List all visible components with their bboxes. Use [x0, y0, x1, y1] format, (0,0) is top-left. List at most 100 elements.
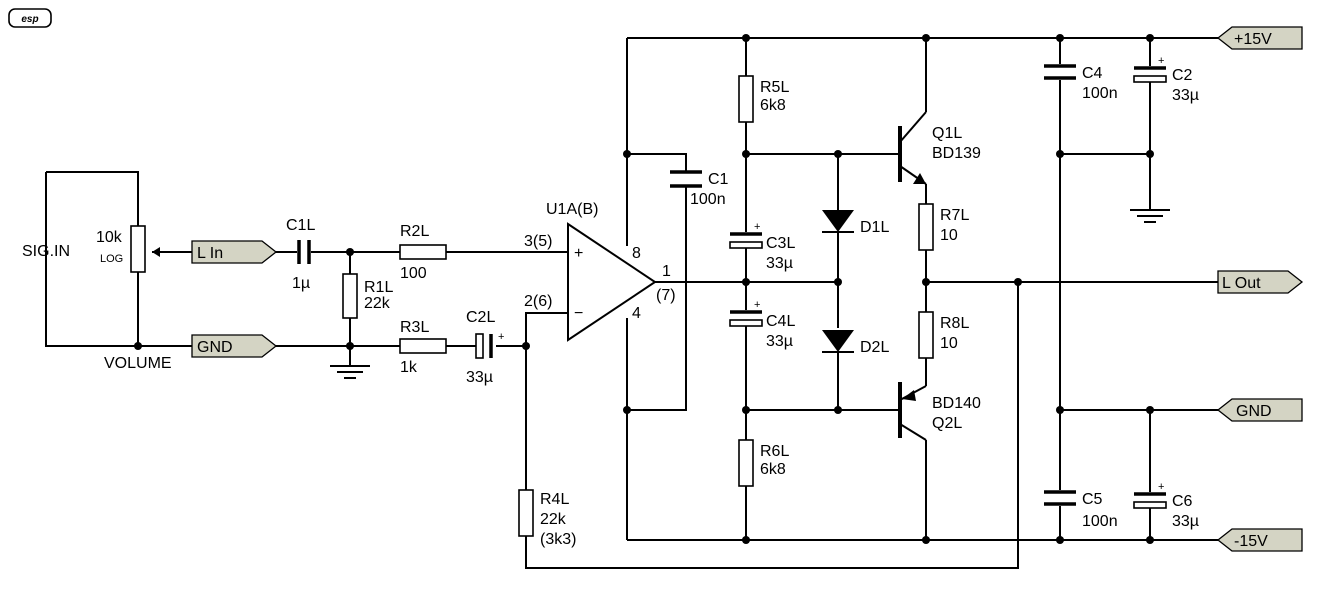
- r8l-value: 10: [940, 335, 958, 352]
- c6-polarity: +: [1158, 481, 1164, 493]
- r6l-ref: R6L: [760, 443, 789, 460]
- pot-taper: LOG: [100, 253, 123, 265]
- resistor-r8l: R8L 10: [918, 311, 969, 359]
- diode-d1l: D1L: [822, 210, 889, 236]
- opamp-plus: +: [574, 245, 583, 262]
- capacitor-c3l: + C3L 33µ: [729, 221, 795, 272]
- resistor-r6l: R6L 6k8: [738, 439, 789, 487]
- resistor-r1l: R1L 22k: [342, 273, 393, 319]
- capacitor-c4l: + C4L 33µ: [729, 299, 795, 350]
- ground-symbol-supply: [1130, 209, 1170, 223]
- connector-gnd-out[interactable]: GND: [1216, 398, 1303, 422]
- ground-symbol-input: [330, 365, 370, 379]
- r5l-ref: R5L: [760, 79, 789, 96]
- q2l-ref: Q2L: [932, 415, 962, 432]
- r4l-alt-value: (3k3): [540, 531, 576, 548]
- diode-d2l: D2L: [822, 330, 889, 356]
- c1-value: 100n: [690, 191, 726, 208]
- c6-value: 33µ: [1172, 513, 1199, 530]
- logo-text: esp: [21, 14, 38, 25]
- capacitor-c1l: C1L 1µ: [286, 217, 315, 292]
- connector-pos-rail-label: +15V: [1234, 31, 1272, 48]
- c5-ref: C5: [1082, 491, 1103, 508]
- r7l-ref: R7L: [940, 207, 969, 224]
- pin-4-label: 4: [632, 305, 641, 322]
- resistor-r4l: R4L 22k (3k3): [518, 489, 576, 548]
- r5l-value: 6k8: [760, 97, 786, 114]
- capacitor-c6: + C6 33µ: [1133, 481, 1199, 530]
- volume-label: VOLUME: [104, 355, 172, 372]
- r7l-value: 10: [940, 227, 958, 244]
- c6-ref: C6: [1172, 493, 1193, 510]
- c2-ref: C2: [1172, 67, 1193, 84]
- connector-l-in-label: L In: [197, 245, 223, 262]
- r1l-ref: R1L: [364, 279, 393, 296]
- connector-neg-rail-label: -15V: [1234, 533, 1268, 550]
- c2l-polarity: +: [498, 331, 504, 343]
- capacitor-c2: + C2 33µ: [1133, 55, 1199, 104]
- c4l-ref: C4L: [766, 313, 795, 330]
- c2-value: 33µ: [1172, 87, 1199, 104]
- connector-l-out[interactable]: L Out: [1217, 270, 1304, 294]
- r2l-value: 100: [400, 265, 427, 282]
- opamp-label: U1A(B): [546, 201, 598, 218]
- c4-value: 100n: [1082, 85, 1118, 102]
- q1l-part: BD139: [932, 145, 981, 162]
- pot-value: 10k: [96, 229, 123, 246]
- d2l-ref: D2L: [860, 339, 889, 356]
- r3l-ref: R3L: [400, 319, 429, 336]
- c2l-value: 33µ: [466, 369, 493, 386]
- connector-l-in[interactable]: L In: [191, 240, 278, 264]
- pin-8-label: 8: [632, 245, 641, 262]
- transistor-q2l: BD140 Q2L: [898, 382, 981, 441]
- opamp-u1a: U1A(B) + − 3(5) 2(6) 8 4 1 (7): [524, 201, 676, 342]
- c5-value: 100n: [1082, 513, 1118, 530]
- resistor-r2l: R2L 100: [399, 223, 447, 282]
- connector-gnd-out-label: GND: [1236, 403, 1272, 420]
- q1l-ref: Q1L: [932, 125, 962, 142]
- resistor-r5l: R5L 6k8: [738, 75, 789, 123]
- capacitor-c4: C4 100n: [1044, 64, 1118, 102]
- transistor-q1l: Q1L BD139: [898, 111, 981, 185]
- r2l-ref: R2L: [400, 223, 429, 240]
- c2l-ref: C2L: [466, 309, 495, 326]
- c2-polarity: +: [1158, 55, 1164, 67]
- esp-logo: esp: [8, 8, 52, 28]
- connector-pos-rail[interactable]: +15V: [1216, 26, 1303, 50]
- c3l-polarity: +: [754, 221, 760, 233]
- r6l-value: 6k8: [760, 461, 786, 478]
- pin-1-label: 1: [662, 263, 671, 280]
- volume-pot: SIG.IN 10k LOG VOLUME: [22, 225, 172, 372]
- q2l-part: BD140: [932, 395, 981, 412]
- c4-ref: C4: [1082, 65, 1103, 82]
- connector-l-out-label: L Out: [1222, 275, 1261, 292]
- c3l-ref: C3L: [766, 235, 795, 252]
- c1-ref: C1: [708, 171, 729, 188]
- connector-gnd-in[interactable]: GND: [191, 334, 278, 358]
- resistor-r3l: R3L 1k: [399, 319, 447, 376]
- c4l-polarity: +: [754, 299, 760, 311]
- pin-2-label: 2(6): [524, 293, 552, 310]
- pin-7-label: (7): [656, 287, 676, 304]
- r4l-value: 22k: [540, 511, 567, 528]
- pin-3-label: 3(5): [524, 233, 552, 250]
- connector-neg-rail[interactable]: -15V: [1216, 528, 1303, 552]
- capacitor-c2l: + C2L 33µ: [466, 309, 504, 386]
- c3l-value: 33µ: [766, 255, 793, 272]
- sig-in-label: SIG.IN: [22, 243, 70, 260]
- r1l-value: 22k: [364, 295, 391, 312]
- capacitor-c1: C1 100n: [670, 170, 729, 208]
- resistor-r7l: R7L 10: [918, 203, 969, 251]
- connector-gnd-in-label: GND: [197, 339, 233, 356]
- r3l-value: 1k: [400, 359, 418, 376]
- d1l-ref: D1L: [860, 219, 889, 236]
- r4l-ref: R4L: [540, 491, 569, 508]
- opamp-minus: −: [574, 305, 583, 322]
- capacitor-c5: C5 100n: [1044, 490, 1118, 530]
- r8l-ref: R8L: [940, 315, 969, 332]
- c1l-value: 1µ: [292, 275, 310, 292]
- c1l-ref: C1L: [286, 217, 315, 234]
- c4l-value: 33µ: [766, 333, 793, 350]
- wires: [45, 37, 1218, 569]
